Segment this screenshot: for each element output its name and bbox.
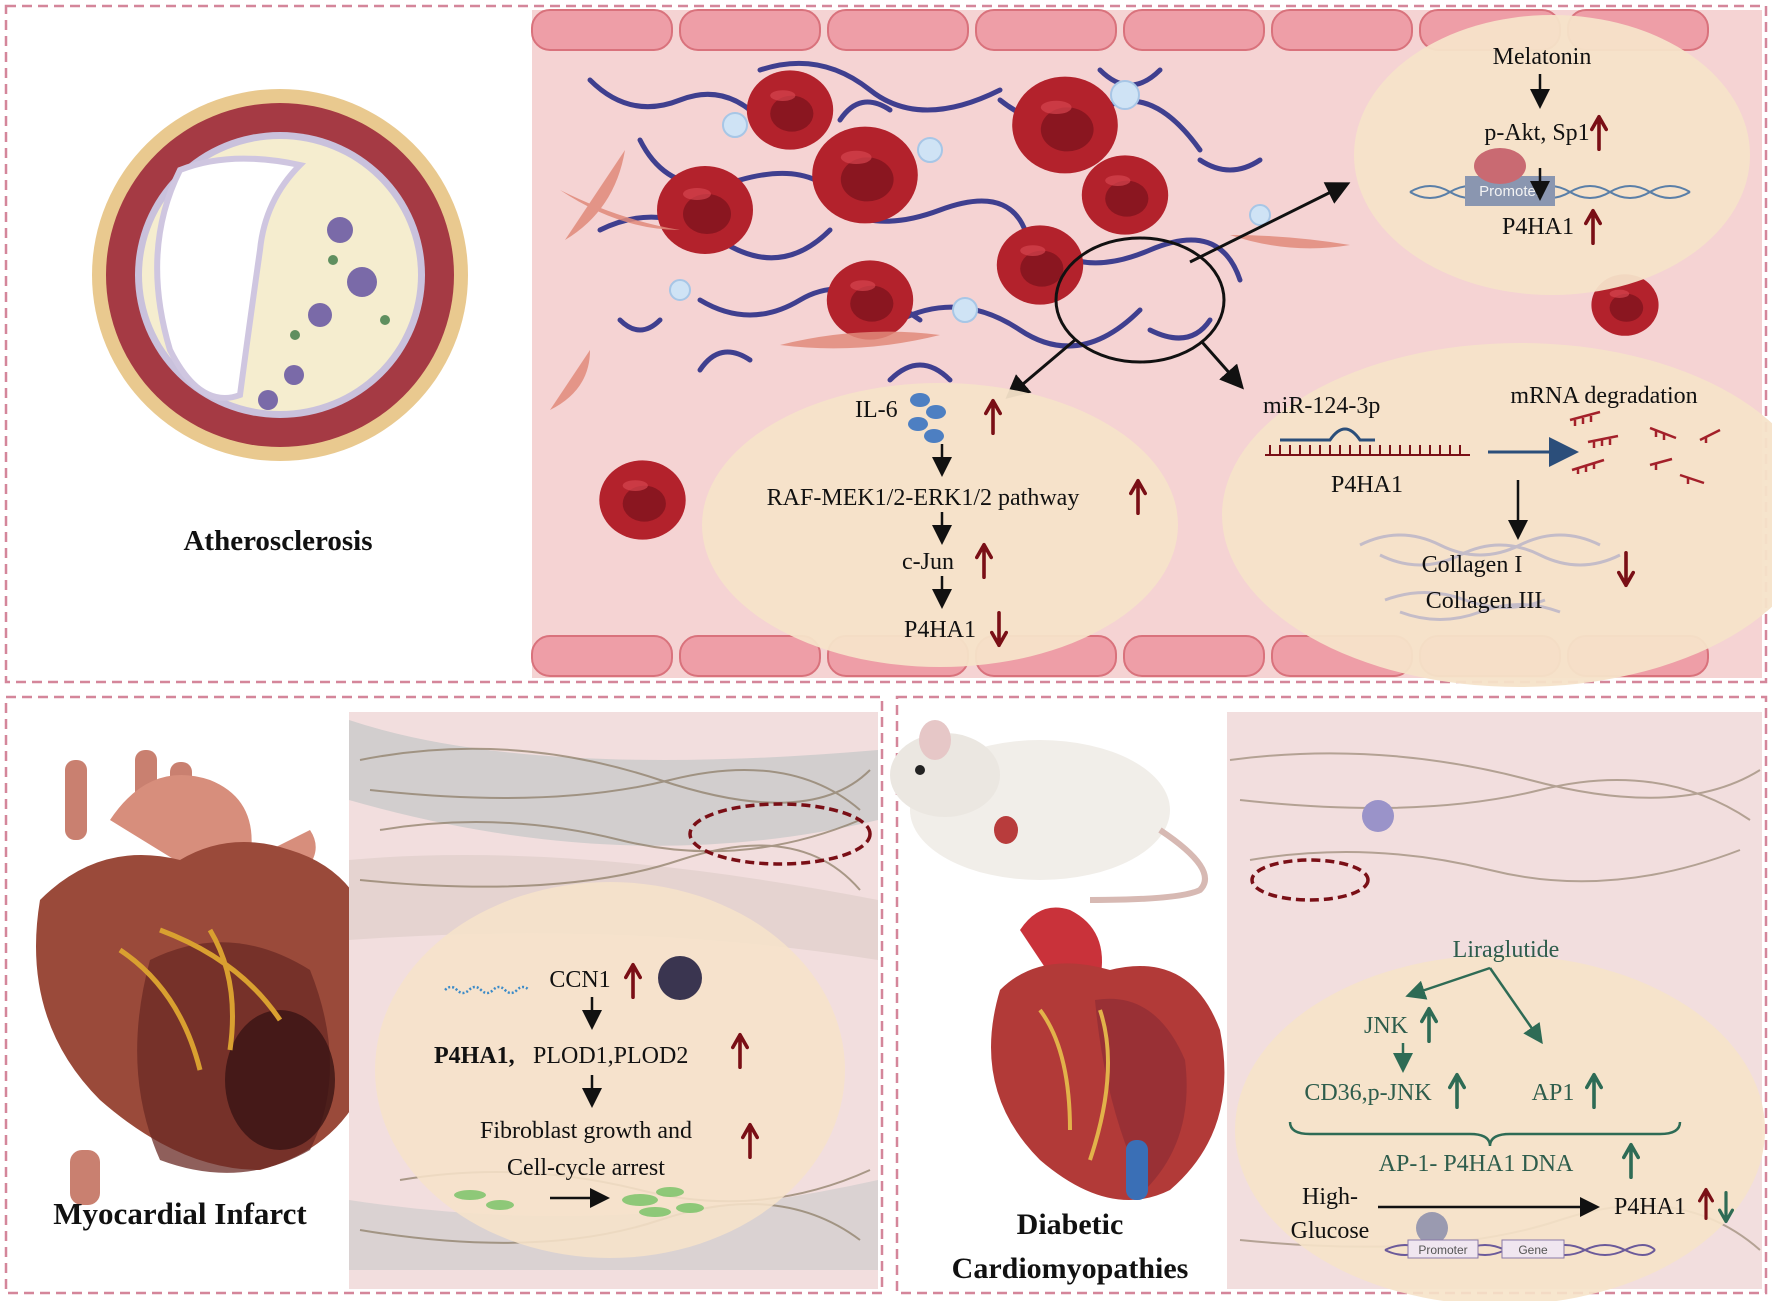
ap1-label: AP1 [1532,1080,1575,1106]
collagen-fibers [1359,533,1621,621]
raf-pathway-label: RAF-MEK1/2-ERK1/2 pathway [767,485,1080,511]
mirna-mrna-duplex [1265,427,1470,456]
diabetic-title-line1: Diabetic [1017,1208,1124,1241]
mir-oval [1222,343,1772,687]
plod-label: PLOD1,PLOD2 [533,1043,688,1069]
rna-strand-icon [444,985,530,995]
liraglutide-label: Liraglutide [1453,937,1560,963]
il6-label: IL-6 [855,397,898,423]
mir-label: miR-124-3p [1263,393,1380,419]
right-p4ha1-label: P4HA1 [1331,472,1403,498]
high-label: High- [1302,1184,1358,1210]
smooth-muscle-cells [550,150,1350,410]
ap1-dna-label: AP-1- P4HA1 DNA [1379,1151,1574,1177]
top-p4ha1-label: P4HA1 [1502,214,1574,240]
dc-highlight-ellipse [1250,858,1370,902]
heart-illustration-dc [991,907,1225,1200]
dc-promoter-gene-dna: Promoter Gene [1384,1212,1656,1259]
collagen1-label: Collagen I [1422,552,1523,578]
dc-gene-label: Gene [1518,1243,1548,1257]
mi-highlight-ellipse [688,802,872,866]
mrna-degradation-label: mRNA degradation [1510,383,1697,409]
melatonin-label: Melatonin [1493,44,1592,70]
mrna-fragments-icon [1569,410,1721,485]
mi-oval [375,882,845,1258]
promoter-dna: Promoter [1409,148,1691,206]
dc-p4ha1-label: P4HA1 [1614,1194,1686,1220]
ccn1-protein-icon [658,956,702,1000]
fibro-line1: Fibroblast growth and [480,1118,692,1144]
left-p4ha1-label: P4HA1 [904,617,976,643]
atherosclerosis-title: Atherosclerosis [183,525,372,557]
ccn1-label: CCN1 [549,967,610,993]
fibroblast-cells-icon [454,1187,704,1217]
arrow-to-top-oval [1189,182,1351,264]
promoter-label: Promoter [1479,183,1541,200]
heart-illustration-mi [36,750,381,1205]
diabetic-title-line2: Cardiomyopathies [952,1252,1189,1285]
arrow-to-left-oval [1005,338,1076,399]
mi-p4ha1-bold: P4HA1, [434,1043,515,1069]
arrow-lira-jnk [1405,966,1491,1000]
jnk-label: JNK [1364,1013,1409,1039]
dc-oval [1235,955,1765,1301]
cd36-label: CD36,p-JNK [1304,1080,1432,1106]
zoom-circle [1054,236,1226,364]
fibro-line2: Cell-cycle arrest [507,1155,665,1181]
cjun-label: c-Jun [902,549,954,575]
rat-illustration [890,720,1208,903]
collagen3-label: Collagen III [1426,588,1543,614]
platelets [669,80,1271,323]
melatonin-oval [1354,15,1750,295]
arrow-lira-ap1 [1488,967,1543,1045]
myocardial-title: Myocardial Infarct [53,1196,307,1231]
dc-promoter-label: Promoter [1418,1243,1467,1257]
artery-cross-section [92,89,468,461]
brace-icon [1288,1121,1682,1147]
glucose-label: Glucose [1291,1218,1370,1244]
pakt-sp1-label: p-Akt, Sp1 [1484,120,1589,146]
il6-molecule [908,393,946,443]
arrow-to-right-oval [1200,341,1244,390]
